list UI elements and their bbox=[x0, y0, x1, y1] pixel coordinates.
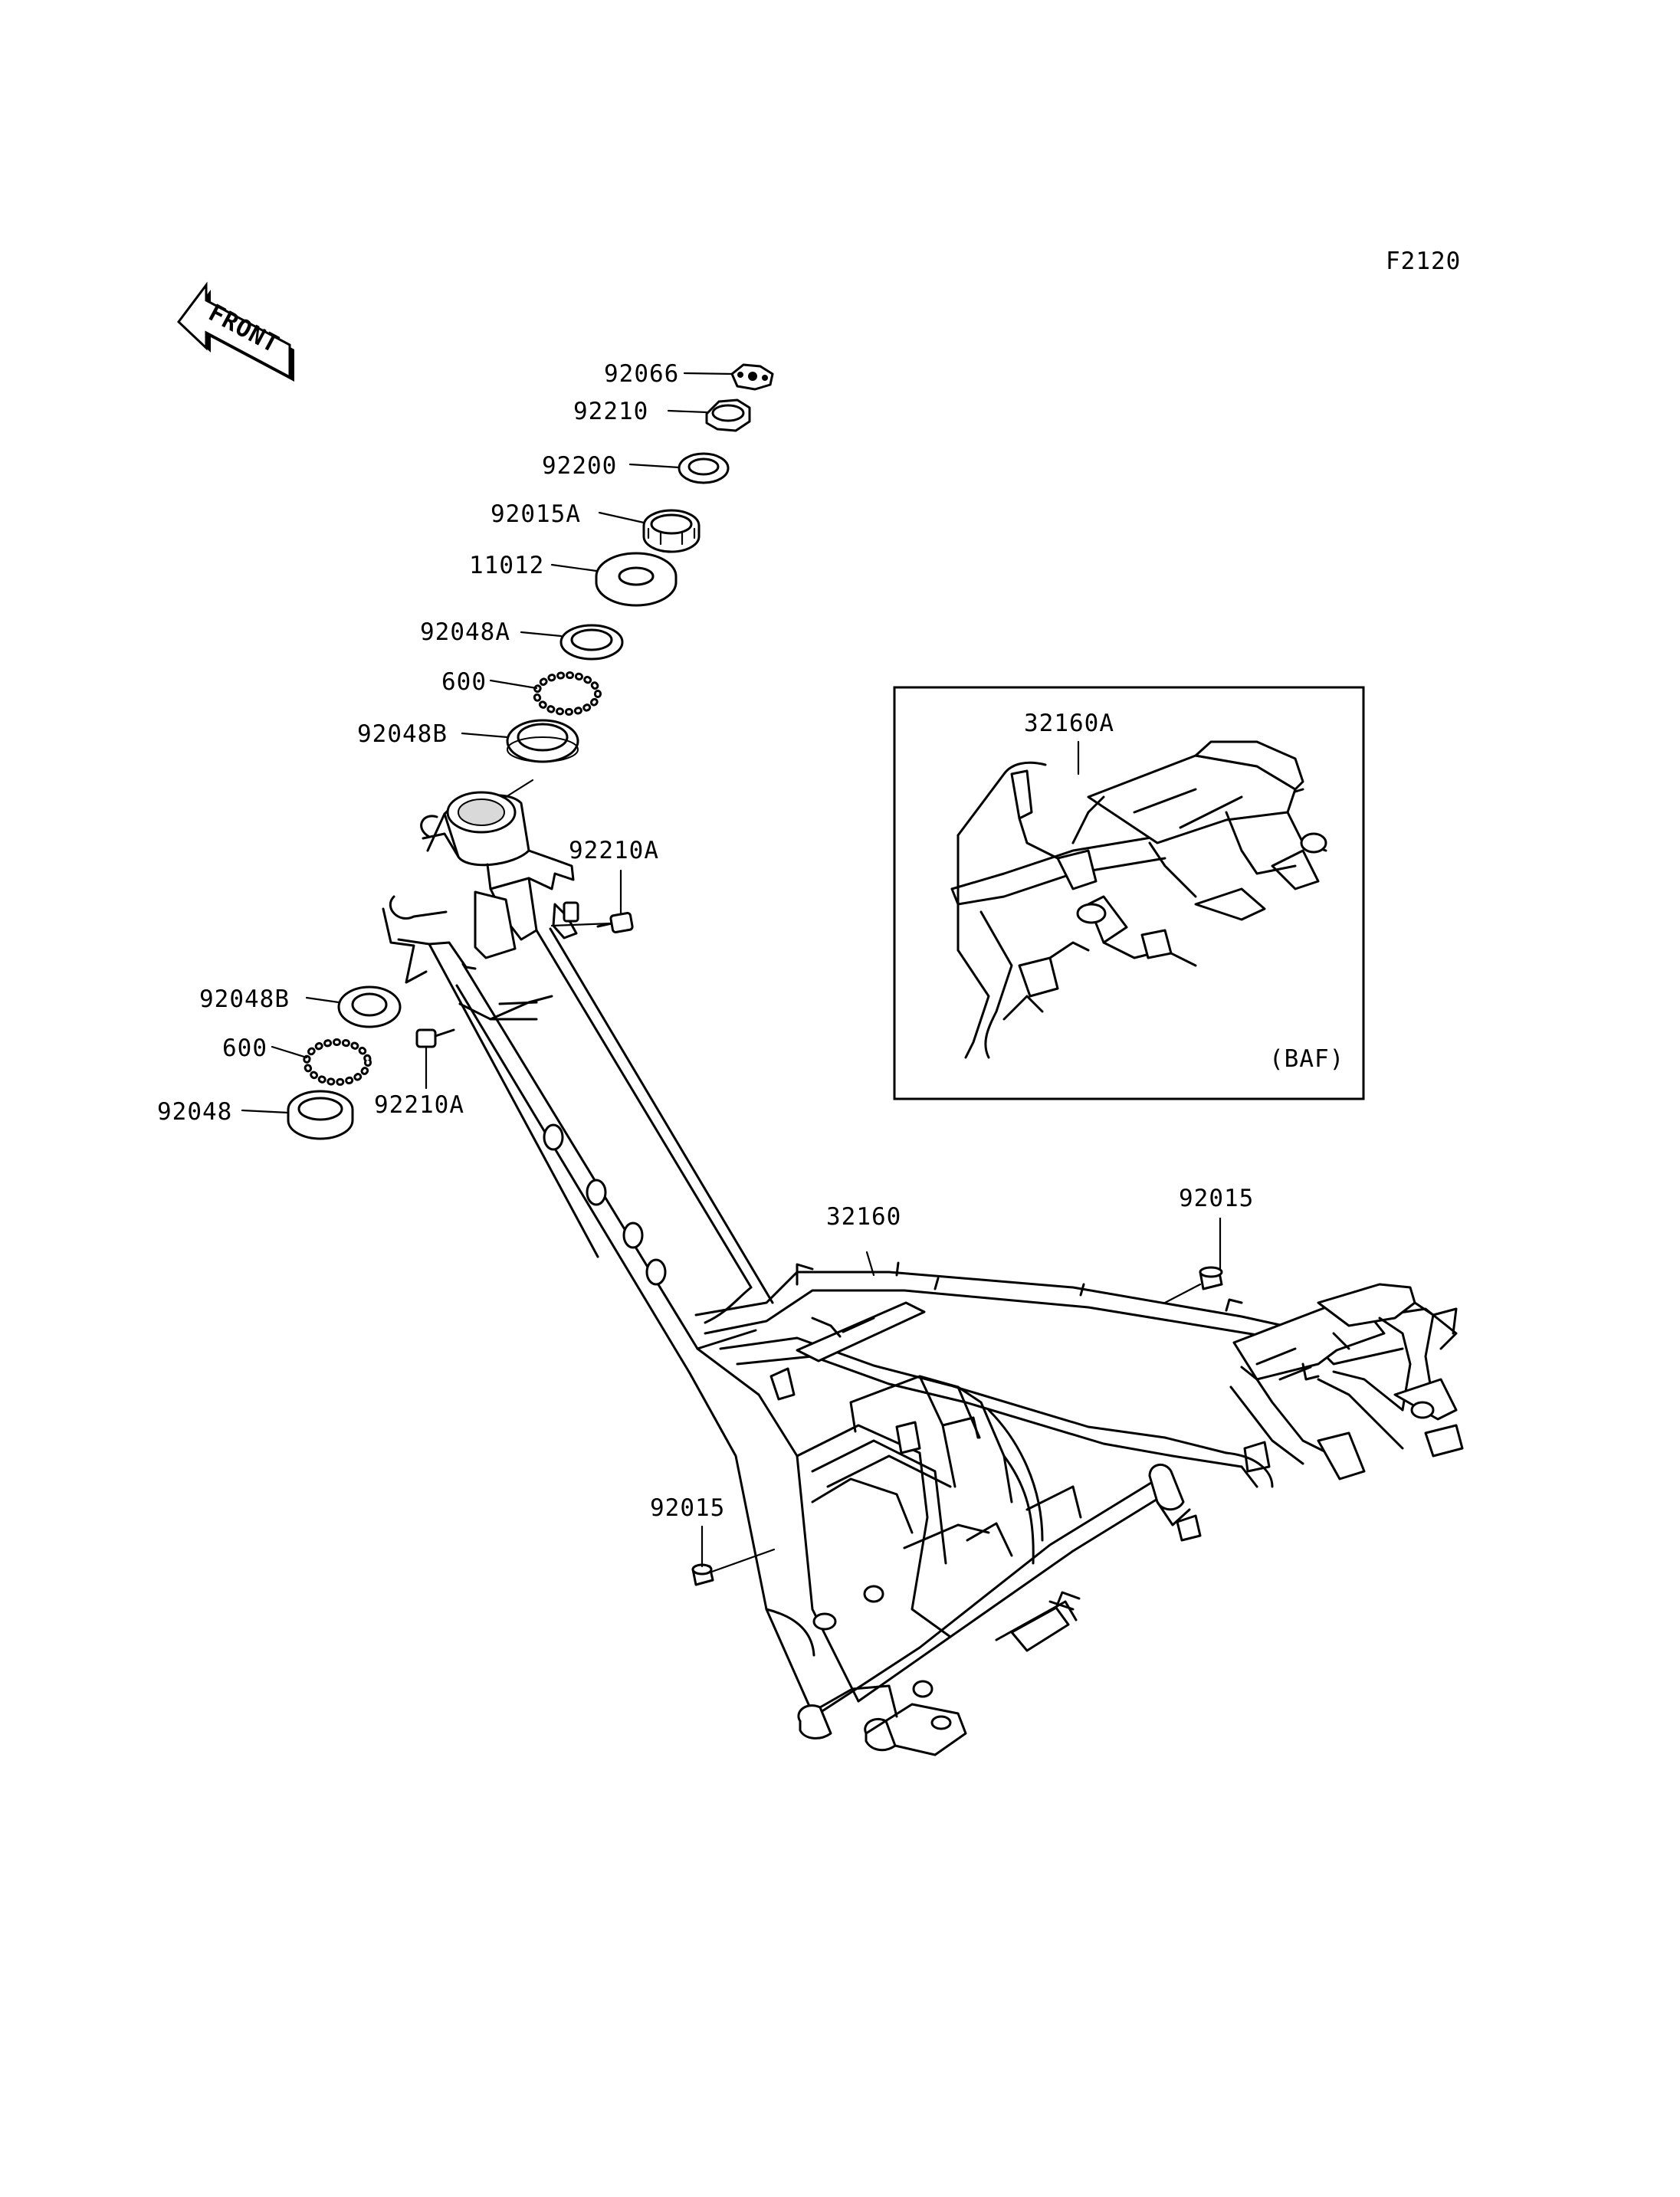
part-92048-race bbox=[287, 1090, 354, 1140]
callout-92048A: 92048A bbox=[420, 618, 510, 646]
callout-92048B-bottom: 92048B bbox=[199, 985, 290, 1013]
part-92048A-race bbox=[559, 624, 624, 661]
part-92066-nut bbox=[730, 363, 774, 391]
callout-11012: 11012 bbox=[469, 552, 544, 579]
callout-92048B-top: 92048B bbox=[357, 720, 448, 748]
part-92200-washer bbox=[678, 452, 730, 484]
callout-92066: 92066 bbox=[604, 360, 679, 388]
figure-code: F2120 bbox=[1386, 248, 1461, 275]
part-92210A-bolt-top bbox=[596, 912, 634, 933]
callout-32160: 32160 bbox=[826, 1203, 901, 1231]
inset-note: (BAF) bbox=[1269, 1045, 1344, 1073]
callout-92015A: 92015A bbox=[491, 500, 581, 528]
callout-92015-right: 92015 bbox=[1179, 1185, 1254, 1212]
front-arrow-icon: FRONT bbox=[176, 281, 294, 382]
callout-92210A-bottom: 92210A bbox=[374, 1091, 464, 1119]
leader-lines bbox=[241, 372, 1222, 1574]
callout-600-top: 600 bbox=[441, 668, 487, 696]
callout-92210: 92210 bbox=[573, 398, 648, 425]
callout-32160A: 32160A bbox=[1024, 710, 1114, 737]
part-92210A-bolt-bottom bbox=[415, 1028, 455, 1048]
part-600-balls-top bbox=[533, 671, 602, 716]
callout-92015-lower: 92015 bbox=[650, 1494, 725, 1522]
callout-labels: 92066 92210 92200 92015A 11012 92048A 60… bbox=[157, 360, 1344, 1522]
inset-rear-frame-32160A bbox=[950, 740, 1327, 1059]
part-92015A-nut bbox=[642, 509, 701, 553]
part-600-balls-bottom bbox=[303, 1038, 372, 1086]
callout-92200: 92200 bbox=[542, 452, 617, 480]
inset-box bbox=[893, 686, 1365, 1100]
callout-600-bottom: 600 bbox=[222, 1035, 267, 1062]
part-92048B-race-top bbox=[506, 719, 579, 763]
main-frame-32160 bbox=[382, 791, 1464, 1756]
part-92015-bolt-lower bbox=[691, 1563, 714, 1586]
callout-92048: 92048 bbox=[157, 1098, 232, 1126]
part-11012-cap bbox=[595, 552, 678, 607]
part-92048B-race-bottom bbox=[337, 985, 402, 1028]
part-92210-locknut bbox=[705, 398, 751, 432]
callout-92210A-top: 92210A bbox=[569, 837, 659, 864]
part-92015-bolt-right bbox=[1199, 1266, 1223, 1290]
